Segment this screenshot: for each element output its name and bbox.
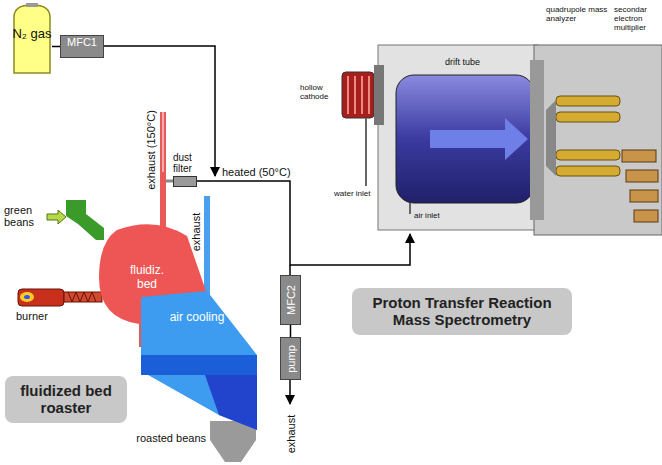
node-label: air cooling bbox=[167, 311, 227, 325]
mass-analyzer-chamber bbox=[534, 45, 662, 235]
bean-funnel bbox=[66, 200, 104, 240]
water-pipe bbox=[365, 118, 367, 186]
flame-core bbox=[24, 295, 30, 299]
connector-line bbox=[52, 46, 60, 48]
hollow-cathode bbox=[342, 72, 374, 118]
air-cooler: air cooling bbox=[135, 285, 260, 435]
part-label: hollow cathode bbox=[300, 84, 340, 102]
filter-heading: dust filter bbox=[173, 153, 207, 174]
node-label: fluidized bed roaster bbox=[13, 382, 119, 417]
node-label: Proton Transfer Reaction Mass Spectromet… bbox=[360, 294, 564, 329]
air-cooler-outline bbox=[135, 285, 260, 435]
cylinder-valve bbox=[26, 3, 38, 7]
exhaust-line bbox=[289, 380, 291, 404]
quadrupole-rods bbox=[556, 96, 620, 176]
part-label: drift tube bbox=[445, 58, 480, 68]
cathode-coil bbox=[348, 76, 369, 114]
part-label: exhaust bbox=[190, 213, 202, 252]
part-label: quadrupole mass analyzer bbox=[546, 6, 612, 24]
cooler-band bbox=[141, 355, 257, 375]
burner-body bbox=[18, 289, 64, 306]
instrument-housing bbox=[378, 45, 538, 230]
cathode-flange bbox=[374, 65, 384, 125]
cooler-outlet bbox=[205, 375, 257, 430]
part-label: water inlet bbox=[334, 190, 374, 199]
hot-exhaust-pipe bbox=[160, 112, 166, 227]
node-label: MFC2 bbox=[284, 285, 297, 315]
connector-line bbox=[290, 325, 292, 337]
air-pipe bbox=[409, 203, 411, 214]
part-label: exhaust (150°C) bbox=[145, 110, 157, 190]
pipe-dots bbox=[162, 112, 164, 172]
bean-hopper bbox=[210, 421, 256, 462]
electron-multiplier bbox=[622, 150, 658, 222]
auger-thread bbox=[68, 292, 96, 302]
flame bbox=[20, 292, 34, 302]
cooler-shell bbox=[141, 291, 257, 430]
title-badge: fluidized bed roaster bbox=[5, 376, 127, 423]
node-label: fluidiz. bed bbox=[119, 264, 175, 292]
ion-arrow bbox=[430, 118, 528, 160]
part-label: exhaust bbox=[285, 415, 297, 454]
lens bbox=[546, 100, 556, 176]
title-badge: Proton Transfer Reaction Mass Spectromet… bbox=[352, 288, 572, 335]
mass-flow-controller: MFC1 bbox=[60, 35, 104, 58]
part-label: green beans bbox=[4, 204, 48, 228]
gas-line bbox=[101, 46, 215, 176]
auger bbox=[64, 292, 102, 302]
dust-filter: dust filter bbox=[173, 176, 197, 187]
part-label: air inlet bbox=[414, 212, 454, 221]
part-label: roasted beans bbox=[136, 432, 206, 444]
node-label: N₂ gas bbox=[12, 27, 52, 42]
filter-pipe bbox=[166, 180, 173, 183]
node-label: pump bbox=[284, 345, 297, 373]
part-label: burner bbox=[16, 310, 48, 322]
pump-box: pump bbox=[280, 337, 301, 380]
analyzer-flange bbox=[530, 60, 544, 220]
gas-cylinder: N₂ gas bbox=[12, 3, 52, 76]
bean-arrow bbox=[47, 210, 66, 224]
part-label: heated (50°C) bbox=[222, 166, 291, 178]
cool-exhaust-pipe bbox=[204, 196, 210, 296]
mass-flow-controller: MFC2 bbox=[280, 275, 301, 325]
drift-tube bbox=[396, 75, 534, 203]
sample-line bbox=[289, 265, 291, 275]
part-label: secondar electron multiplier bbox=[614, 6, 660, 32]
node-label: MFC1 bbox=[61, 36, 103, 49]
